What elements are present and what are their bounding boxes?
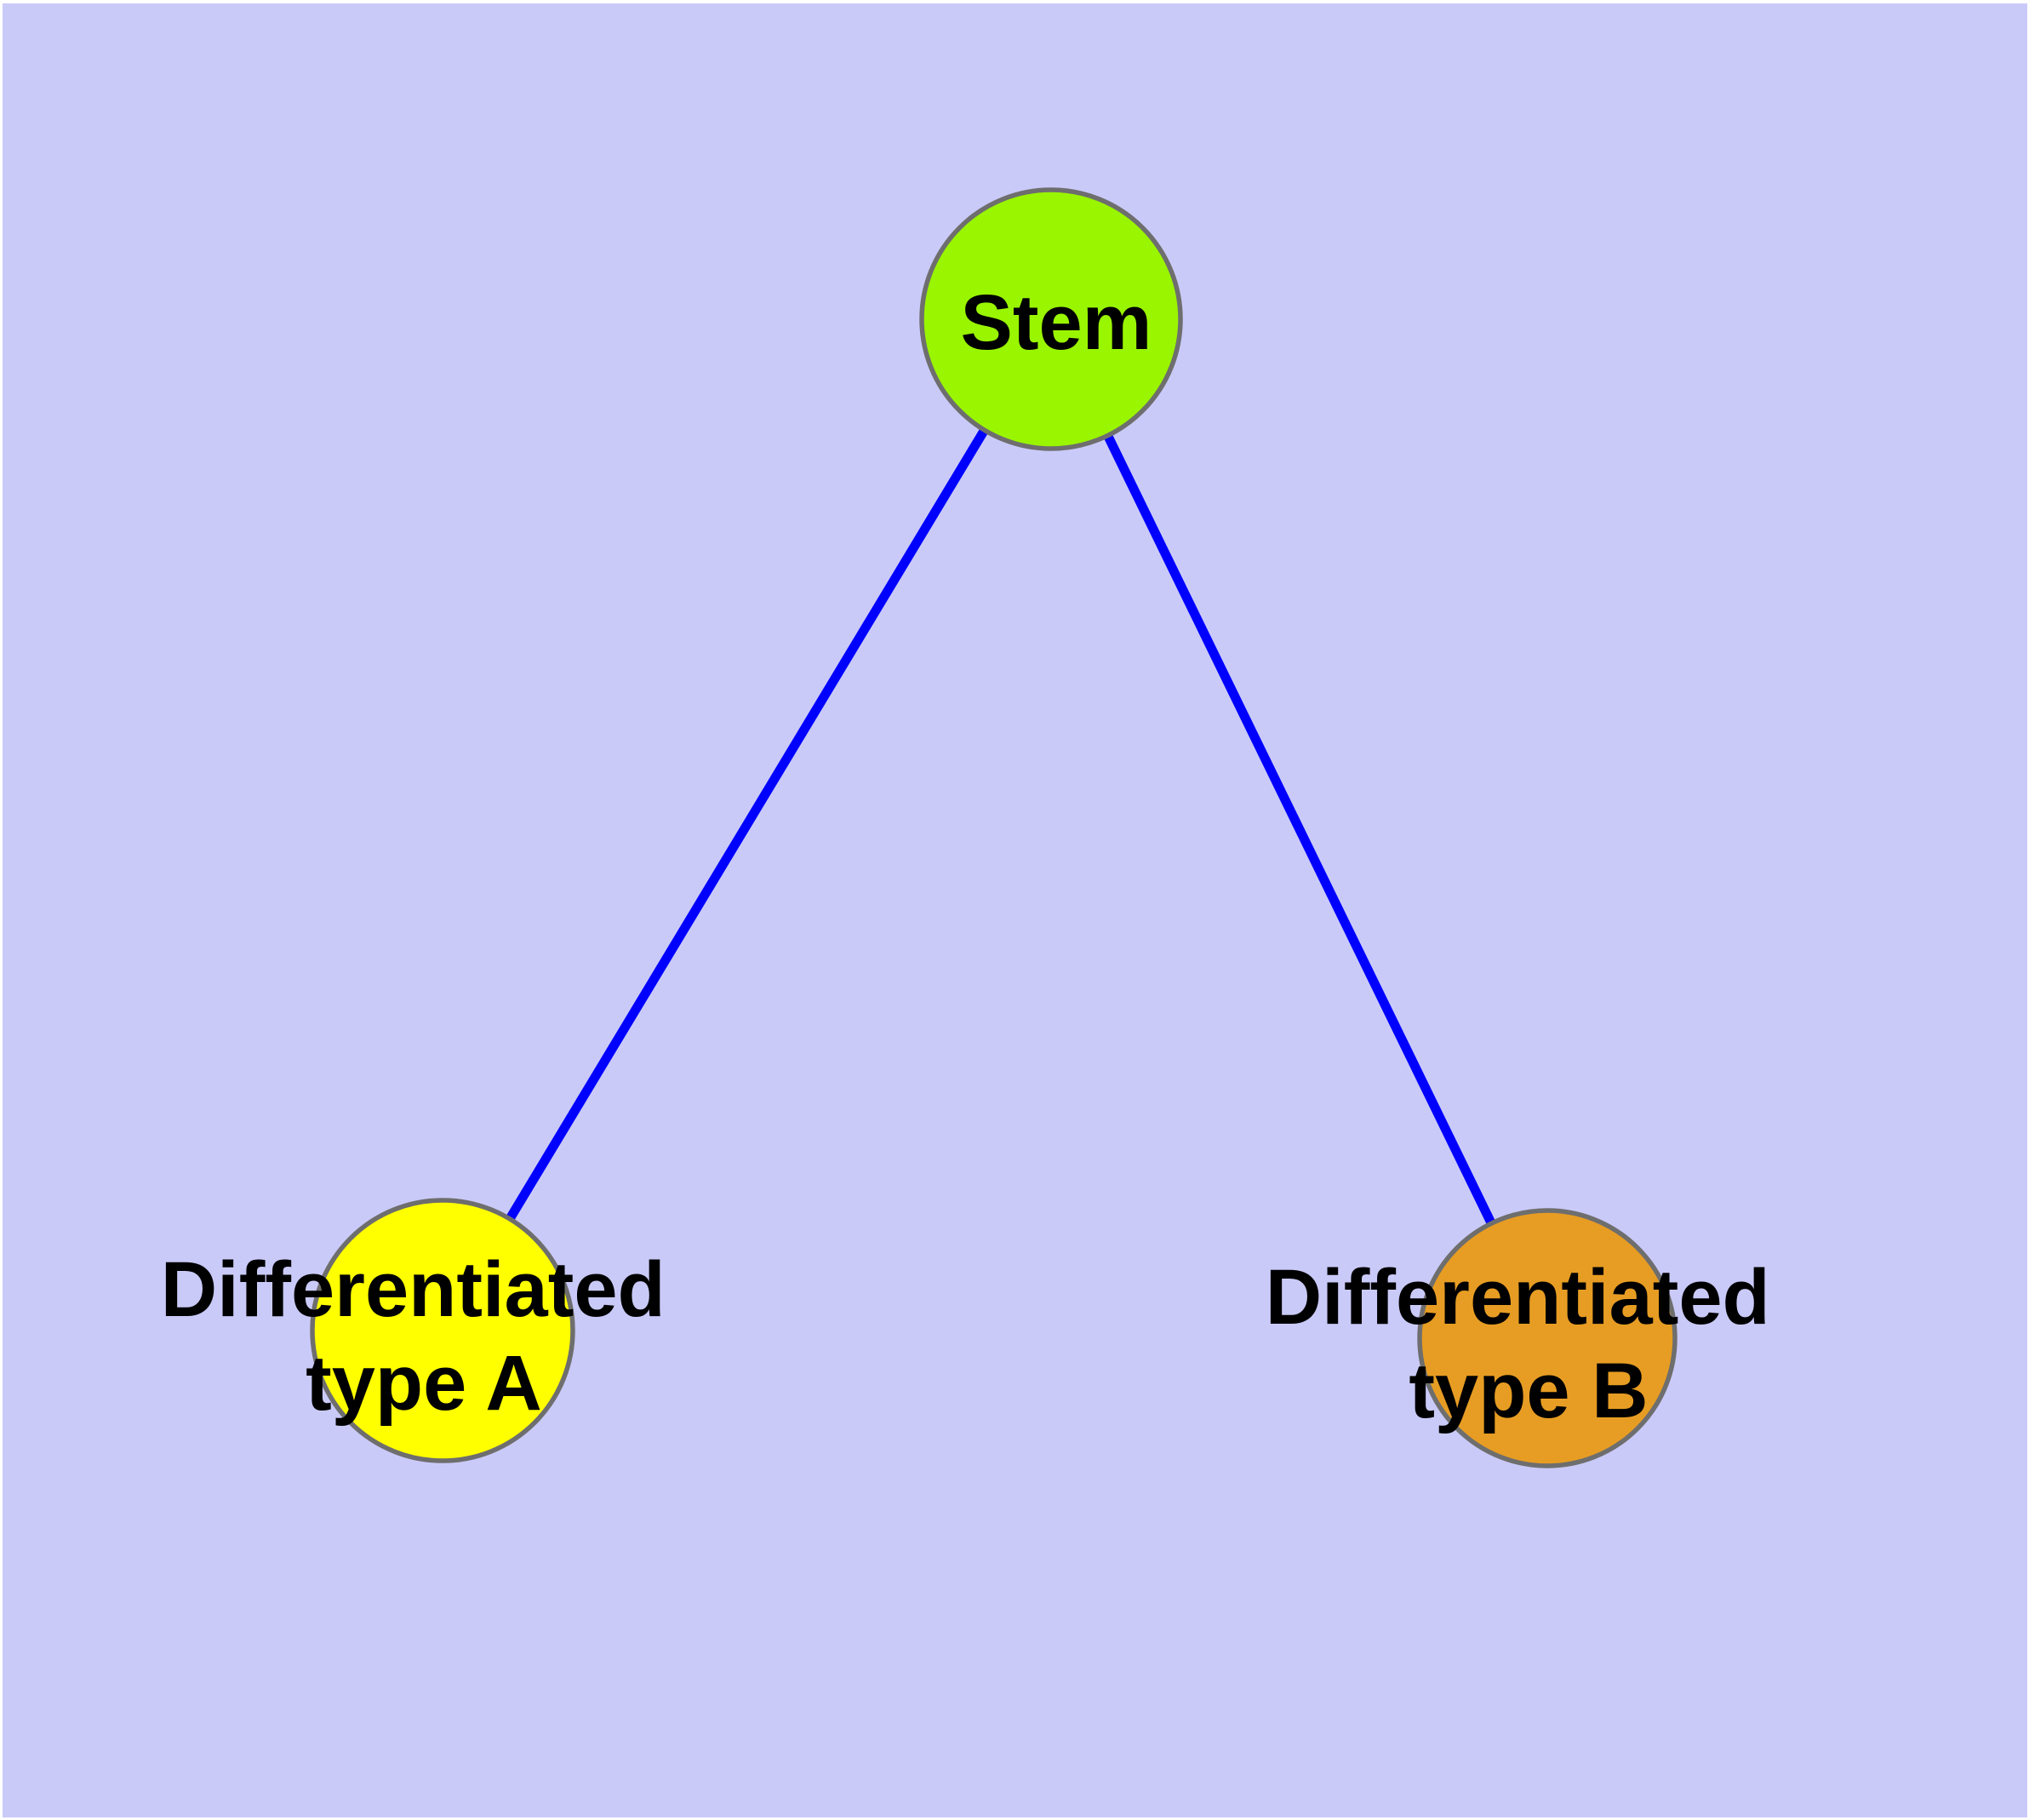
node-stem [919, 187, 1183, 451]
node-differentiated-type-b [1417, 1208, 1677, 1468]
node-label-stem: Stem [961, 279, 1152, 366]
node-label-type-a-line2: type A [306, 1340, 542, 1427]
edge-stem-to-type-b [1047, 317, 1552, 1341]
node-label-type-a: Differentiated type A [161, 1246, 688, 1427]
node-label-type-b: Differentiated type B [1266, 1254, 1792, 1434]
node-label-type-b-line1: Differentiated [1266, 1254, 1770, 1341]
node-differentiated-type-a [310, 1198, 575, 1463]
node-label-type-a-line1: Differentiated [161, 1246, 666, 1333]
edge-stem-to-type-a [438, 317, 1055, 1333]
node-label-type-b-line2: type B [1409, 1348, 1648, 1434]
